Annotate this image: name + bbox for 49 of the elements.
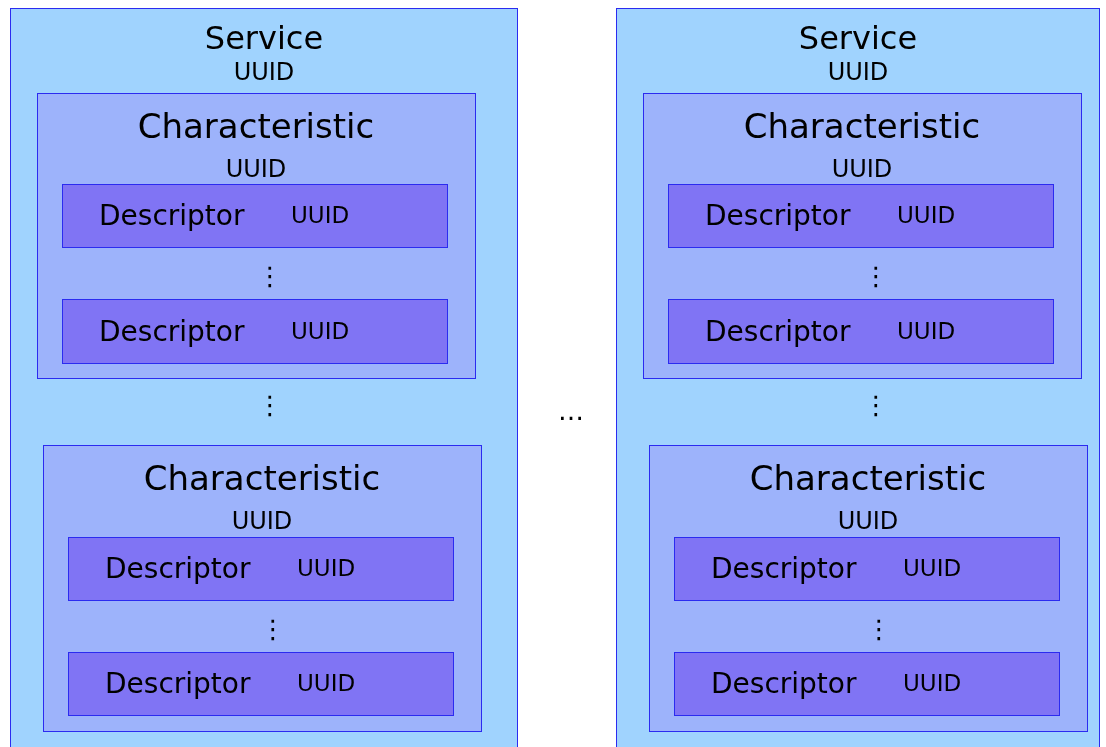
vertical-ellipsis: ⋮ [257, 263, 283, 289]
uuid-text: UUID [903, 556, 962, 582]
vertical-ellipsis: ⋮ [866, 616, 892, 642]
descriptor-title: Descriptor [105, 553, 251, 585]
descriptor-title: Descriptor [705, 200, 851, 232]
uuid-text: UUID [291, 318, 350, 345]
horizontal-ellipsis: … [558, 398, 584, 424]
vertical-ellipsis: ⋮ [863, 263, 889, 289]
descriptor-box [68, 537, 454, 601]
service-box [616, 8, 1100, 747]
characteristic-title: Characteristic [749, 459, 987, 497]
descriptor-title: Descriptor [99, 316, 245, 347]
service-title: Service [798, 21, 918, 57]
uuid-text: UUID [831, 155, 893, 182]
characteristic-box [642, 92, 1082, 379]
service-box [10, 8, 518, 747]
descriptor-box [62, 299, 448, 364]
uuid-text: UUID [231, 507, 293, 534]
descriptor-title: Descriptor [99, 200, 245, 232]
uuid-text: UUID [837, 507, 899, 534]
descriptor-box [674, 537, 1060, 601]
uuid-text: UUID [903, 671, 962, 697]
vertical-ellipsis: ⋮ [260, 616, 286, 642]
descriptor-box [68, 652, 454, 716]
descriptor-box [62, 184, 448, 248]
characteristic-box [42, 444, 482, 732]
characteristic-title: Characteristic [743, 107, 981, 145]
descriptor-title: Descriptor [711, 553, 857, 585]
descriptor-box [674, 652, 1060, 716]
uuid-text: UUID [233, 59, 295, 86]
descriptor-title: Descriptor [705, 316, 851, 347]
uuid-text: UUID [297, 556, 356, 582]
descriptor-box [668, 299, 1054, 364]
uuid-text: UUID [897, 203, 956, 229]
descriptor-title: Descriptor [105, 668, 251, 700]
vertical-ellipsis: ⋮ [863, 392, 889, 418]
characteristic-title: Characteristic [137, 107, 375, 145]
uuid-text: UUID [291, 203, 350, 229]
uuid-text: UUID [225, 155, 287, 182]
vertical-ellipsis: ⋮ [257, 392, 283, 418]
descriptor-title: Descriptor [711, 668, 857, 700]
service-title: Service [204, 21, 324, 57]
characteristic-box [648, 444, 1088, 732]
uuid-text: UUID [827, 59, 889, 86]
characteristic-box [36, 92, 476, 379]
descriptor-box [668, 184, 1054, 248]
uuid-text: UUID [297, 671, 356, 697]
characteristic-title: Characteristic [143, 459, 381, 497]
uuid-text: UUID [897, 318, 956, 345]
